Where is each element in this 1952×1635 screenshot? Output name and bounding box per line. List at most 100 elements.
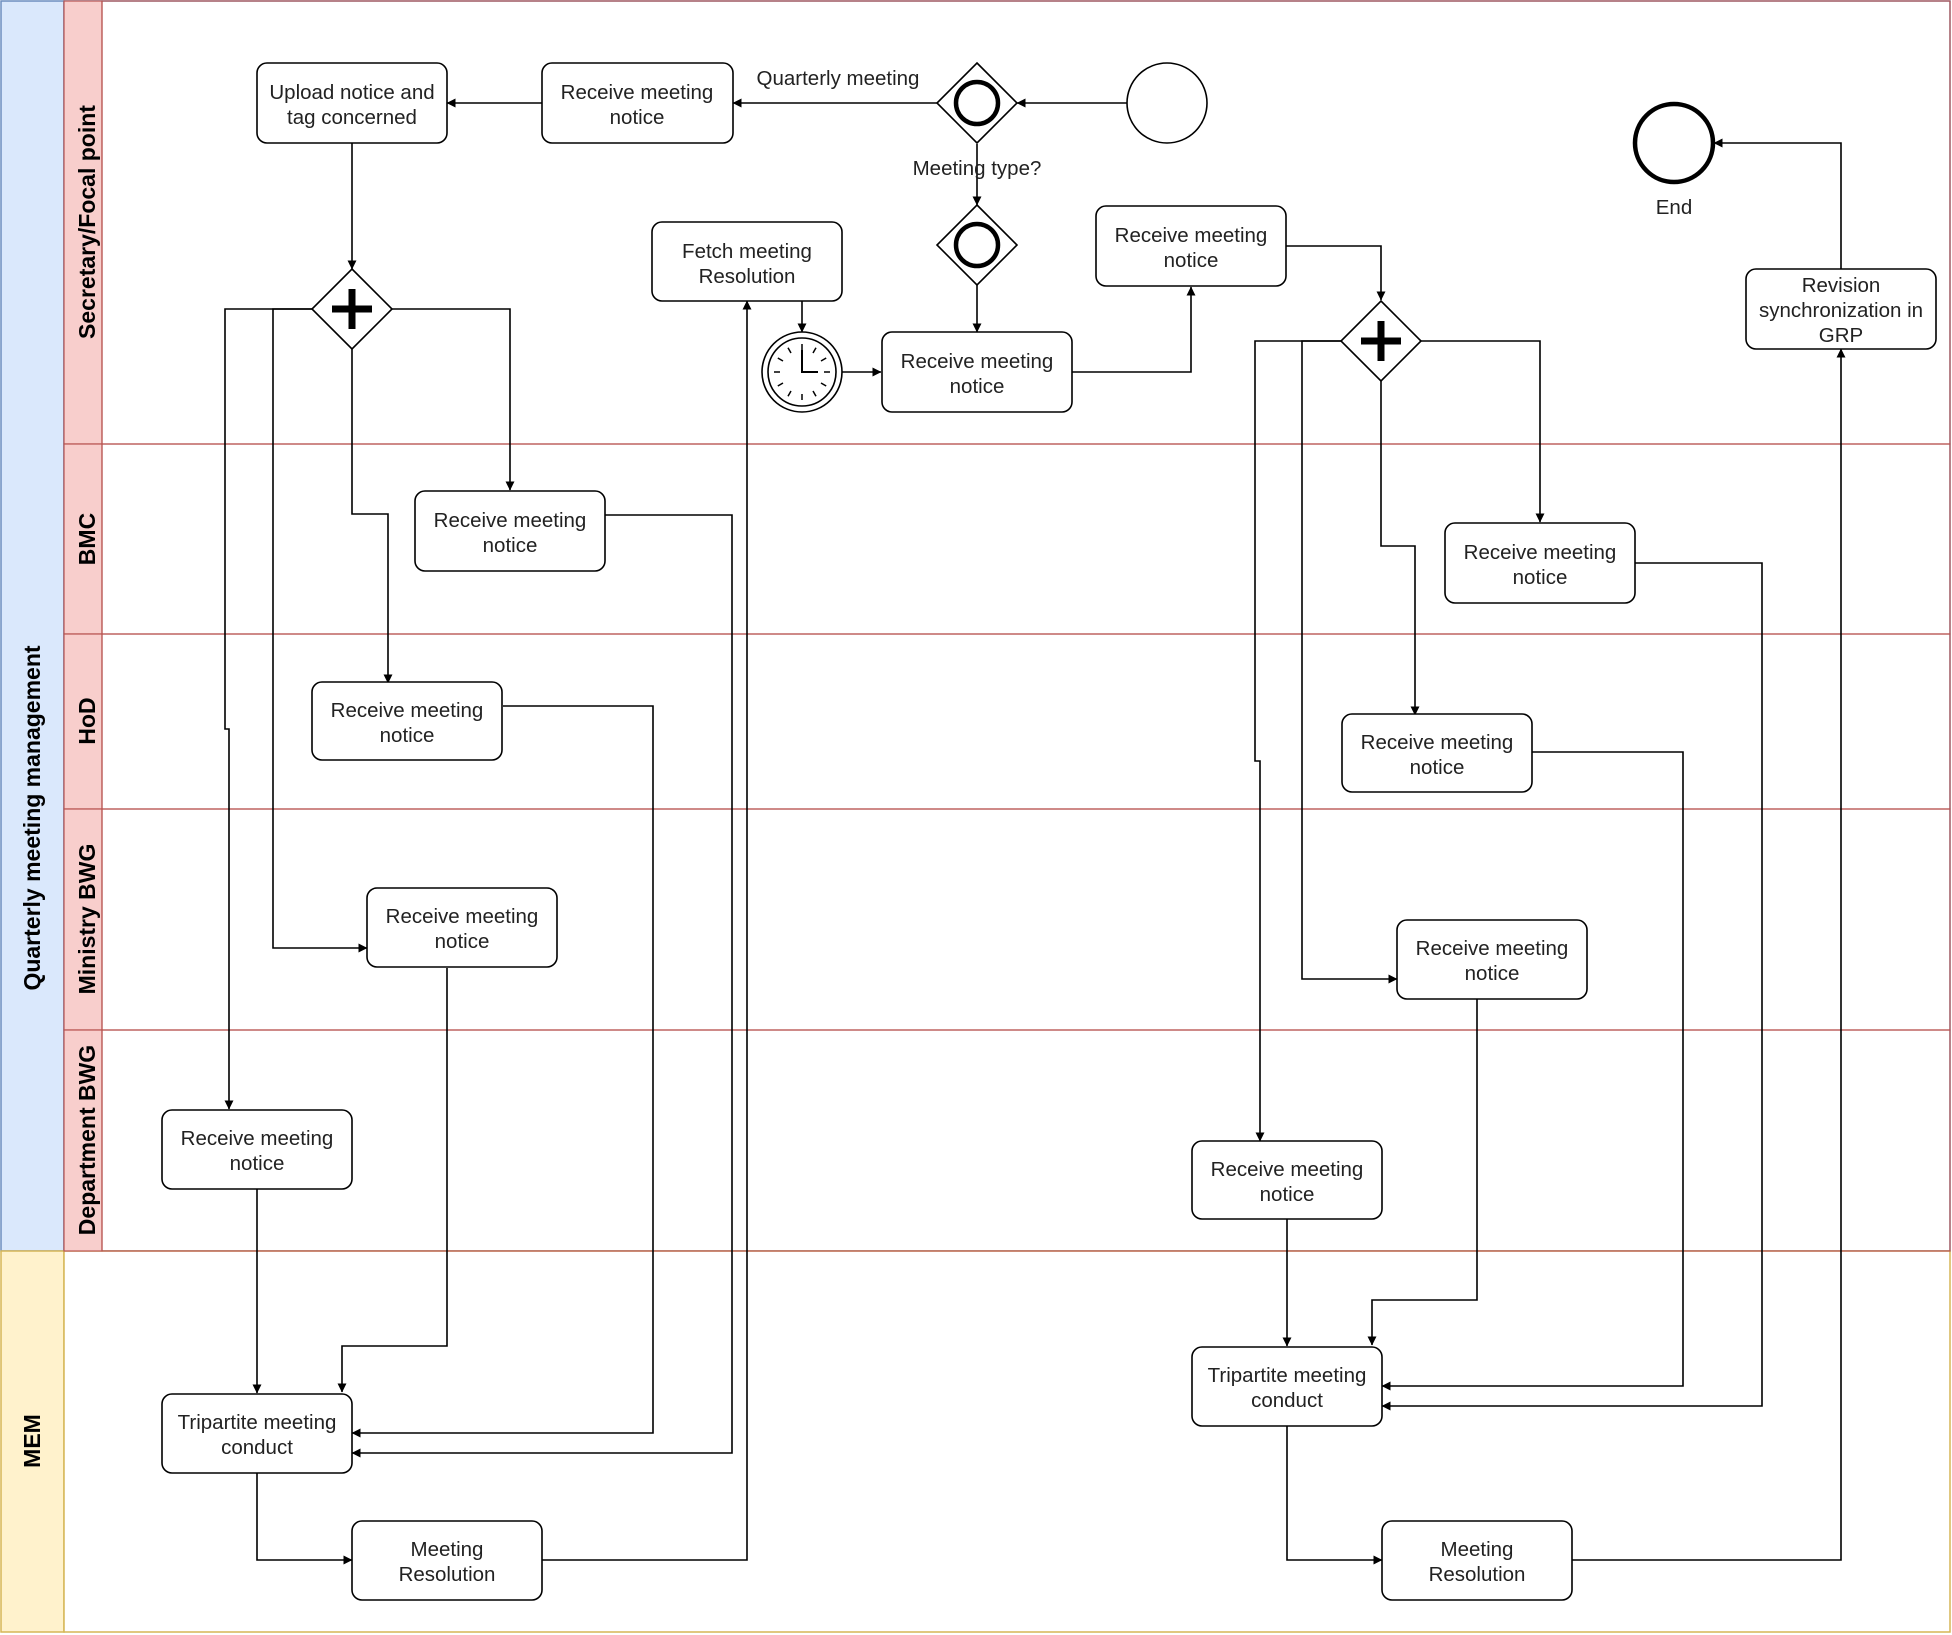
flow-hod-left-to-tripartite (351, 705, 654, 1438)
task-department-left-line-2: notice (230, 1152, 285, 1175)
flow-resolution-left-to-fetch (542, 300, 752, 1561)
task-receive-notice-timer-line-2: notice (950, 375, 1005, 398)
pool-mem-label: MEM (19, 1414, 45, 1468)
task-receive-notice-sec-right-line-1: Receive meeting (1115, 224, 1268, 247)
flow-parallel-left-to-bmc (392, 308, 515, 491)
plus-icon (1361, 321, 1401, 361)
flow-parallel-right-to-hod (1380, 381, 1420, 716)
end-event-label: End (1656, 196, 1692, 219)
task-ministry-left-line-2: notice (435, 930, 490, 953)
task-receive-notice-sec-right-line-2: notice (1164, 249, 1219, 272)
lane-secretary-header (63, 0, 103, 445)
parallel-gateway-left (310, 267, 394, 351)
lane-department-label: Department BWG (74, 1045, 100, 1235)
flow-parallel-left-to-department (224, 308, 312, 1110)
task-resolution-left-line-2: Resolution (399, 1563, 496, 1586)
plus-icon (332, 289, 372, 329)
pool-main-label: Quarterly meeting management (19, 645, 45, 990)
task-fetch-resolution-line-1: Fetch meeting (682, 240, 812, 263)
flow-sec-right-to-parallel-right (1286, 245, 1386, 301)
lane-hod-label: HoD (74, 697, 100, 744)
pool-main-header (0, 0, 65, 1252)
lane-department-body (101, 1029, 1951, 1252)
lanes: Secretary/Focal point BMC HoD Ministry B… (63, 0, 1951, 1252)
task-hod-right-line-1: Receive meeting (1361, 731, 1514, 754)
task-tripartite-right-line-1: Tripartite meeting (1208, 1364, 1367, 1387)
task-hod-right-line-2: notice (1410, 756, 1465, 779)
task-hod-left-line-1: Receive meeting (331, 699, 484, 722)
task-tripartite-left-line-1: Tripartite meeting (178, 1411, 337, 1434)
task-fetch-resolution-line-2: Resolution (699, 265, 796, 288)
pool-mem-header (0, 1250, 65, 1633)
task-receive-notice-timer-line-1: Receive meeting (901, 350, 1054, 373)
label-meeting-type: Meeting type? (913, 157, 1042, 180)
task-upload-notice-line-1: Upload notice and (269, 81, 434, 104)
flow-bmc-right-to-tripartite (1381, 562, 1763, 1411)
flow-bmc-left-to-tripartite (351, 514, 733, 1458)
start-event (1126, 62, 1208, 144)
task-department-right-line-1: Receive meeting (1211, 1158, 1364, 1181)
lane-ministry-header (63, 808, 103, 1031)
task-department-left-line-1: Receive meeting (181, 1127, 334, 1150)
pool-main-body (63, 0, 1951, 1252)
flow-tripartite-left-to-resolution (256, 1473, 353, 1565)
task-bmc-left-line-2: notice (483, 534, 538, 557)
flow-parallel-right-to-bmc (1421, 340, 1545, 523)
task-bmc-right-line-1: Receive meeting (1464, 541, 1617, 564)
flow-parallel-left-to-hod (351, 349, 393, 684)
flow-resolution-right-to-revision (1572, 348, 1846, 1561)
task-ministry-left-line-1: Receive meeting (386, 905, 539, 928)
flow-ministry-left-to-tripartite (337, 968, 448, 1393)
task-receive-notice-top-line-2: notice (610, 106, 665, 129)
flow-hod-right-to-tripartite (1381, 751, 1684, 1391)
event-based-gateway-meeting-type (935, 61, 1019, 145)
task-ministry-right-line-2: notice (1465, 962, 1520, 985)
label-quarterly-meeting: Quarterly meeting (757, 67, 920, 90)
parallel-gateway-right (1339, 299, 1423, 383)
task-tripartite-right-line-2: conduct (1251, 1389, 1323, 1412)
task-revision-sync-line-3: GRP (1819, 324, 1863, 347)
flow-tripartite-right-to-resolution (1286, 1426, 1383, 1565)
task-revision-sync-line-2: synchronization in (1759, 299, 1923, 322)
task-bmc-right-line-2: notice (1513, 566, 1568, 589)
pool-quarterly-meeting-management: Quarterly meeting management (0, 0, 1951, 1252)
event-based-gateway-second (935, 203, 1019, 287)
task-hod-left-line-2: notice (380, 724, 435, 747)
flow-parallel-right-to-department (1254, 340, 1341, 1142)
task-department-right-line-2: notice (1260, 1183, 1315, 1206)
